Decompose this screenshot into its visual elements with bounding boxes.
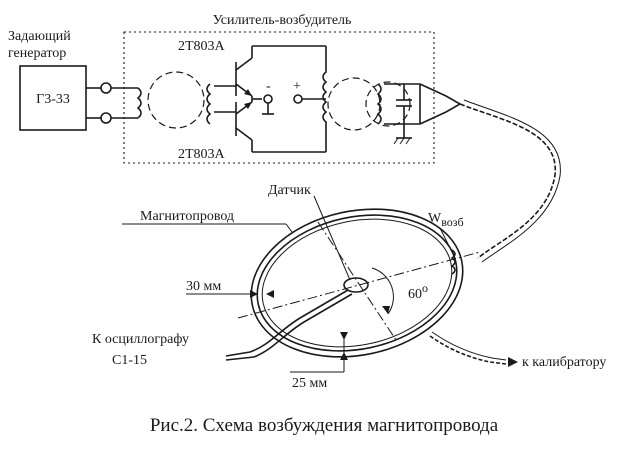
sensor-leader: [313, 195, 351, 281]
transistor-top: [214, 45, 326, 97]
sensor-lead-wire: [225, 289, 349, 357]
calibrator-arrow: [508, 357, 518, 367]
output-transformer: [322, 46, 411, 152]
transistor-bottom: [214, 101, 326, 153]
generator-model-label: Г3-33: [36, 92, 70, 107]
calibrator-label: к калибратору: [522, 355, 606, 370]
generator-box: [19, 65, 87, 131]
width-25-arrow-top: [340, 332, 348, 340]
width-25-arrow-bottom: [340, 352, 348, 360]
amplifier-enclosure: [123, 31, 435, 164]
input-transformer: [136, 71, 212, 129]
sensor-label: Датчик: [268, 183, 311, 198]
amplifier-group: Усилитель-возбудитель 2Т803А 2Т803А: [123, 13, 462, 164]
core-inner-edge-2: [261, 218, 453, 348]
capacitor-group: [384, 83, 421, 145]
twisted-cable-excitation: [459, 103, 556, 259]
calibrator-cable: [429, 335, 507, 365]
core-outer-edge: [250, 208, 464, 358]
amplifier-label: Усилитель-возбудитель: [213, 13, 352, 28]
output-transformer-core-2: [365, 81, 411, 127]
output-transformer-core: [327, 77, 381, 131]
gen-terminal-bottom: [100, 112, 112, 124]
core-label: Магнитопровод: [140, 209, 234, 224]
figure-caption: Рис.2. Схема возбуждения магнитопровода: [150, 415, 499, 436]
terminal-plus: [293, 94, 303, 104]
excitation-winding: [450, 249, 456, 275]
transistor-bottom-label: 2Т803А: [178, 147, 226, 162]
input-primary-coil: [136, 87, 142, 119]
minus-label: -: [266, 79, 271, 94]
output-secondary-coil: [376, 83, 382, 125]
width-30-arrow-out: [266, 290, 274, 298]
gen-terminal-top: [100, 82, 112, 94]
winding-label: Wвозб: [428, 211, 464, 229]
width-25-label: 25 мм: [292, 376, 327, 391]
plus-label: +: [293, 79, 301, 94]
sensor-axis-line: [317, 221, 397, 341]
generator-label-line1: Задающий: [8, 29, 71, 44]
magnetic-core-group: Датчик Магнитопровод Wвозб 30 мм 60o 25 …: [122, 183, 481, 391]
sensor: [343, 277, 369, 293]
generator-label-line2: генератор: [8, 46, 66, 61]
winding-leader: [439, 227, 455, 257]
generator-group: Задающий генератор Г3-33: [8, 29, 138, 131]
width-30-arrow-in: [250, 290, 258, 298]
transistor-top-label: 2Т803А: [178, 39, 226, 54]
core-axis-line: [237, 251, 481, 319]
angle-arc: [371, 267, 394, 315]
angle-label: 60o: [408, 281, 428, 302]
input-transformer-core: [147, 71, 205, 129]
input-secondary-coil: [206, 83, 212, 125]
oscillograph-label-line2: С1-15: [112, 353, 147, 368]
width-30-label: 30 мм: [186, 279, 221, 294]
output-primary-coil: [322, 46, 328, 152]
output-connector: [419, 83, 462, 125]
oscillograph-label-line1: К осциллографу: [92, 332, 189, 347]
terminal-minus: [263, 94, 273, 104]
